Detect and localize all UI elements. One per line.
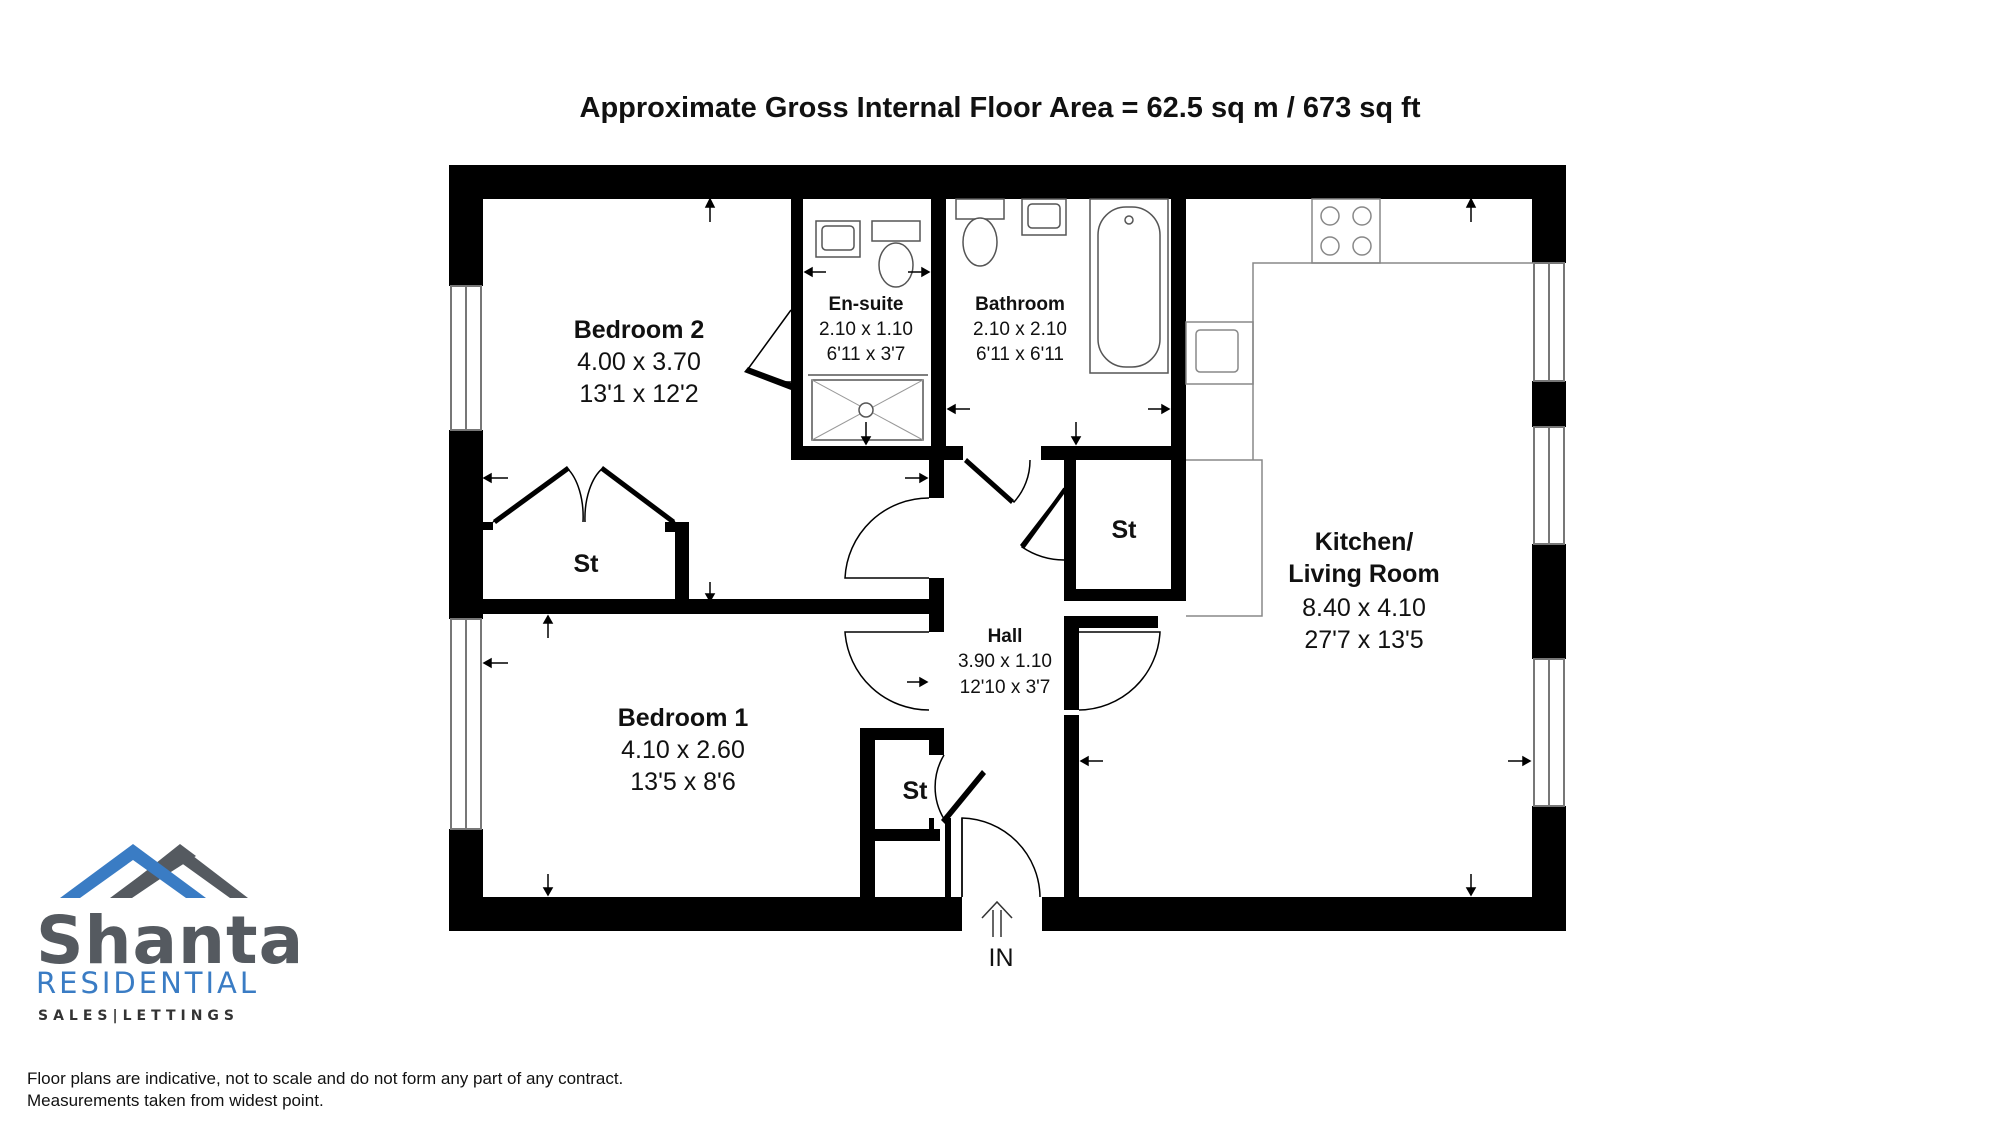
bedroom1-imperial: 13'5 x 8'6 [630, 768, 735, 796]
hall-metric: 3.90 x 1.10 [958, 651, 1052, 672]
company-logo: Shanta RESIDENTIAL SALES|LETTINGS [30, 840, 303, 1030]
entrance-arrow-icon [981, 900, 1013, 937]
wall-bottom-left [449, 897, 962, 931]
wall-bath-bottom [1041, 446, 1186, 460]
worktop-upper [1252, 262, 1534, 460]
door-kitchen [1078, 631, 1161, 711]
kitchen-name-line2: Living Room [1288, 560, 1439, 588]
disclaimer: Floor plans are indicative, not to scale… [27, 1068, 623, 1112]
wall-right-1 [1532, 165, 1566, 263]
ensuite-name: En-suite [829, 294, 904, 315]
door-leaf-bathroom [964, 458, 1014, 504]
bedroom2-imperial: 13'1 x 12'2 [579, 380, 698, 408]
wall-kitchen-hall-top [1064, 616, 1158, 628]
logo-subtitle: RESIDENTIAL [36, 966, 260, 1000]
dimension-arrows [482, 197, 1532, 897]
bedroom1-metric: 4.10 x 2.60 [621, 736, 745, 764]
wall-store3-left [860, 728, 875, 897]
wardrobe-doors [492, 467, 676, 523]
ensuite-toilet-bowl [878, 242, 914, 288]
wall-store-bottom [1064, 589, 1186, 601]
bathroom-metric: 2.10 x 2.10 [973, 319, 1067, 340]
wall-store3-top [860, 728, 940, 740]
bathroom-toilet-bowl [962, 217, 998, 267]
wall-right-4 [1532, 806, 1566, 931]
storage-bathroom-label: St [1112, 516, 1138, 544]
logo-tagline: SALES|LETTINGS [38, 1008, 240, 1024]
door-leaf-store [1020, 488, 1064, 549]
wall-ensuite-left [791, 199, 803, 458]
kitchen-imperial: 27'7 x 13'5 [1304, 626, 1423, 654]
wall-store-left [1064, 460, 1076, 601]
door-leaf-store3 [941, 770, 986, 824]
bathroom-imperial: 6'11 x 6'11 [976, 344, 1064, 365]
wall-bed-divider [483, 599, 929, 614]
kitchen-sink [1185, 321, 1254, 385]
wall-ensuite-right [931, 199, 946, 458]
logo-roof-icon [60, 844, 248, 898]
ensuite-fixtures [808, 220, 928, 441]
bedroom2-name: Bedroom 2 [574, 316, 705, 344]
storage-bedroom2-label: St [574, 550, 600, 578]
wall-bottom-right [1042, 897, 1566, 931]
wall-store3-bottom [875, 829, 940, 841]
bedroom1-name: Bedroom 1 [618, 704, 749, 732]
wall-left-upper [449, 165, 483, 286]
wall-left-middle [449, 430, 483, 619]
wall-ensuite-bottom [791, 446, 963, 460]
door-store3 [934, 754, 983, 821]
bedroom2-metric: 4.00 x 3.70 [577, 348, 701, 376]
kitchen-fixtures [1185, 198, 1534, 617]
worktop-unit [1186, 459, 1263, 617]
floor-area-title: Approximate Gross Internal Floor Area = … [579, 92, 1421, 124]
windows [450, 262, 1565, 830]
hall-imperial: 12'10 x 3'7 [960, 677, 1051, 698]
door-bedroom2 [844, 497, 930, 579]
wall-right-2 [1532, 381, 1566, 427]
wall-bed2-store [675, 522, 689, 599]
wall-store3-right [929, 728, 944, 755]
hob [1311, 198, 1381, 264]
door-leaf-ensuite [744, 367, 791, 390]
ensuite-toilet-cistern [871, 220, 921, 242]
wall-hall-upper [929, 460, 944, 498]
entrance-label: IN [989, 944, 1014, 972]
door-bathroom [966, 459, 1031, 504]
logo-word: Shanta [36, 902, 305, 979]
bathroom-name: Bathroom [975, 294, 1065, 315]
ensuite-metric: 2.10 x 1.10 [819, 319, 913, 340]
kitchen-name-line1: Kitchen/ [1315, 528, 1414, 556]
bathroom-fixtures [955, 198, 1169, 374]
door-bedroom1 [844, 631, 930, 711]
wall-hall-mid [929, 578, 944, 632]
room-labels: Bedroom 2 4.00 x 3.70 13'1 x 12'2 En-sui… [574, 294, 1440, 972]
door-swings [746, 309, 1161, 898]
ensuite-imperial: 6'11 x 3'7 [827, 344, 906, 365]
kitchen-metric: 8.40 x 4.10 [1302, 594, 1426, 622]
wall-kitchen-hall-lower [1064, 715, 1079, 897]
wall-top [449, 165, 1566, 199]
outer-walls [449, 165, 1566, 931]
wall-kitchen-hall-upper [1064, 616, 1079, 710]
door-entrance [961, 817, 1041, 898]
door-leaf-entrance [945, 818, 951, 897]
wall-right-3 [1532, 544, 1566, 659]
wall-bath-kitchen [1171, 199, 1186, 601]
disclaimer-line2: Measurements taken from widest point. [27, 1091, 324, 1110]
internal-walls [483, 199, 1186, 897]
bathroom-toilet-cistern [955, 198, 1005, 220]
storage-hall-label: St [903, 777, 929, 805]
disclaimer-line1: Floor plans are indicative, not to scale… [27, 1069, 624, 1088]
hall-name: Hall [988, 626, 1023, 647]
